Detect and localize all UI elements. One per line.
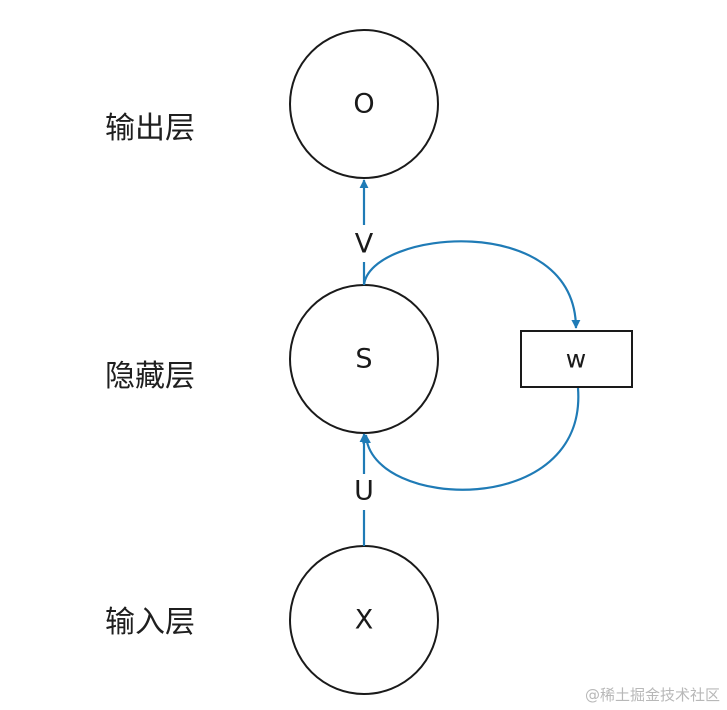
output-layer-label: 输出层 xyxy=(105,111,195,146)
hidden-node-label: S xyxy=(355,344,372,375)
hidden-layer-label: 隐藏层 xyxy=(105,359,195,394)
w-loop-outgoing xyxy=(362,240,581,329)
output-node xyxy=(289,29,439,179)
w-loop-return xyxy=(361,387,580,491)
u-weight-label: U xyxy=(354,476,374,507)
output-node-label: O xyxy=(353,89,374,120)
input-node-label: X xyxy=(355,605,374,636)
input-layer-label: 输入层 xyxy=(105,605,195,640)
w-weight-box xyxy=(520,330,633,388)
watermark: @稀土掘金技术社区 xyxy=(585,686,720,704)
v-weight-label: V xyxy=(355,229,374,260)
w-weight-label: w xyxy=(566,345,586,374)
